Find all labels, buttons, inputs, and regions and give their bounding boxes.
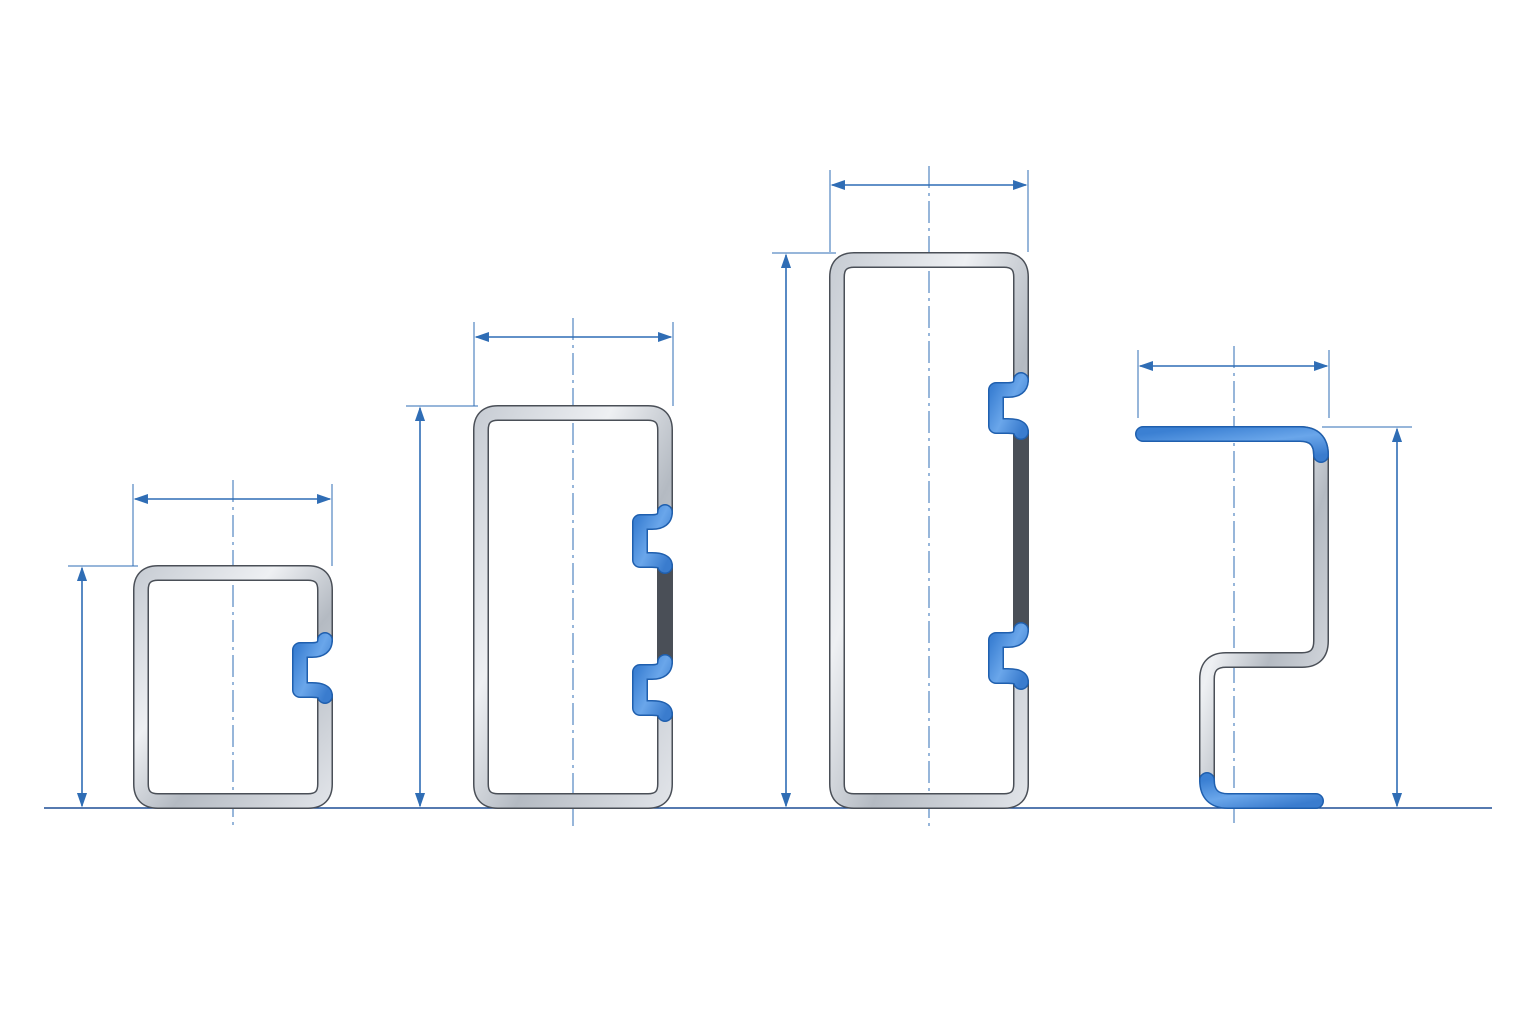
profile-outline <box>1199 426 1329 788</box>
lip-groove-accent-fill <box>293 633 332 703</box>
profile-tall-c-channel <box>772 166 1029 826</box>
lip-groove-accent-upper-fill <box>989 373 1028 439</box>
profile-short-c-channel <box>68 480 333 826</box>
lip-groove-accent-lower-fill <box>989 623 1028 689</box>
profile-body <box>474 406 672 808</box>
lip-groove-accent-lower-fill <box>633 655 672 721</box>
lip-groove-accent-upper-fill <box>633 505 672 573</box>
profile-body <box>1200 427 1328 787</box>
profile-medium-c-channel <box>406 318 674 826</box>
profile-z-profile <box>1135 346 1412 826</box>
profile-body <box>830 253 1028 808</box>
bottom-flange-accent-fill <box>1200 773 1323 808</box>
profile-body <box>134 566 332 808</box>
top-flange-accent-fill <box>1136 427 1328 462</box>
